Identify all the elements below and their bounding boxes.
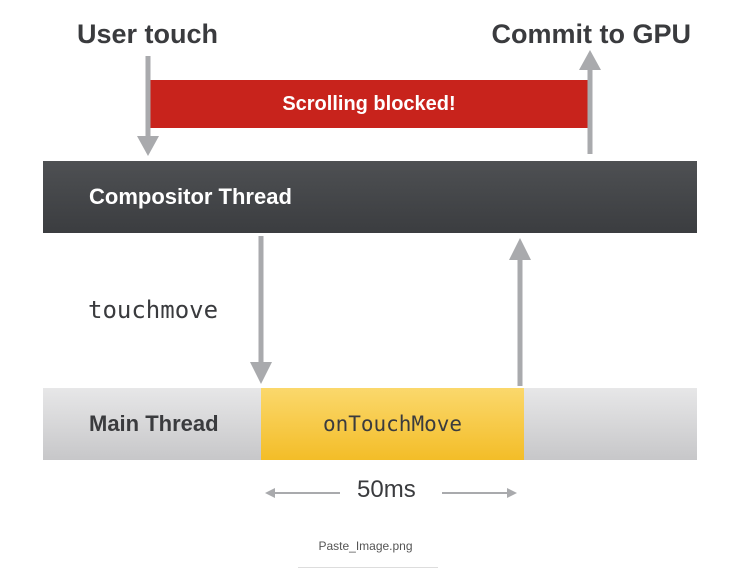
image-caption: Paste_Image.png [318,539,413,553]
ontouchmove-handler-label: onTouchMove [322,412,463,436]
caption-divider [298,567,438,568]
duration-label: 50ms [357,476,416,503]
scrolling-blocked-bar: Scrolling blocked! [148,80,590,128]
ontouchmove-handler-block: onTouchMove [261,388,524,460]
duration-right-arrow [442,488,517,498]
compositor-thread-bar: Compositor Thread [43,161,697,233]
handler-return-up-arrow [509,238,531,386]
commit-gpu-up-arrow [579,50,601,154]
scrolling-blocked-label: Scrolling blocked! [282,92,456,115]
duration-left-arrow [265,488,340,498]
compositor-thread-label: Compositor Thread [89,184,292,209]
commit-to-gpu-label: Commit to GPU [491,19,692,49]
touchmove-down-arrow [250,236,272,384]
user-touch-down-arrow [137,56,159,156]
main-thread-label: Main Thread [89,411,219,436]
user-touch-label: User touch [77,19,219,49]
touchmove-event-label: touchmove [88,296,219,324]
